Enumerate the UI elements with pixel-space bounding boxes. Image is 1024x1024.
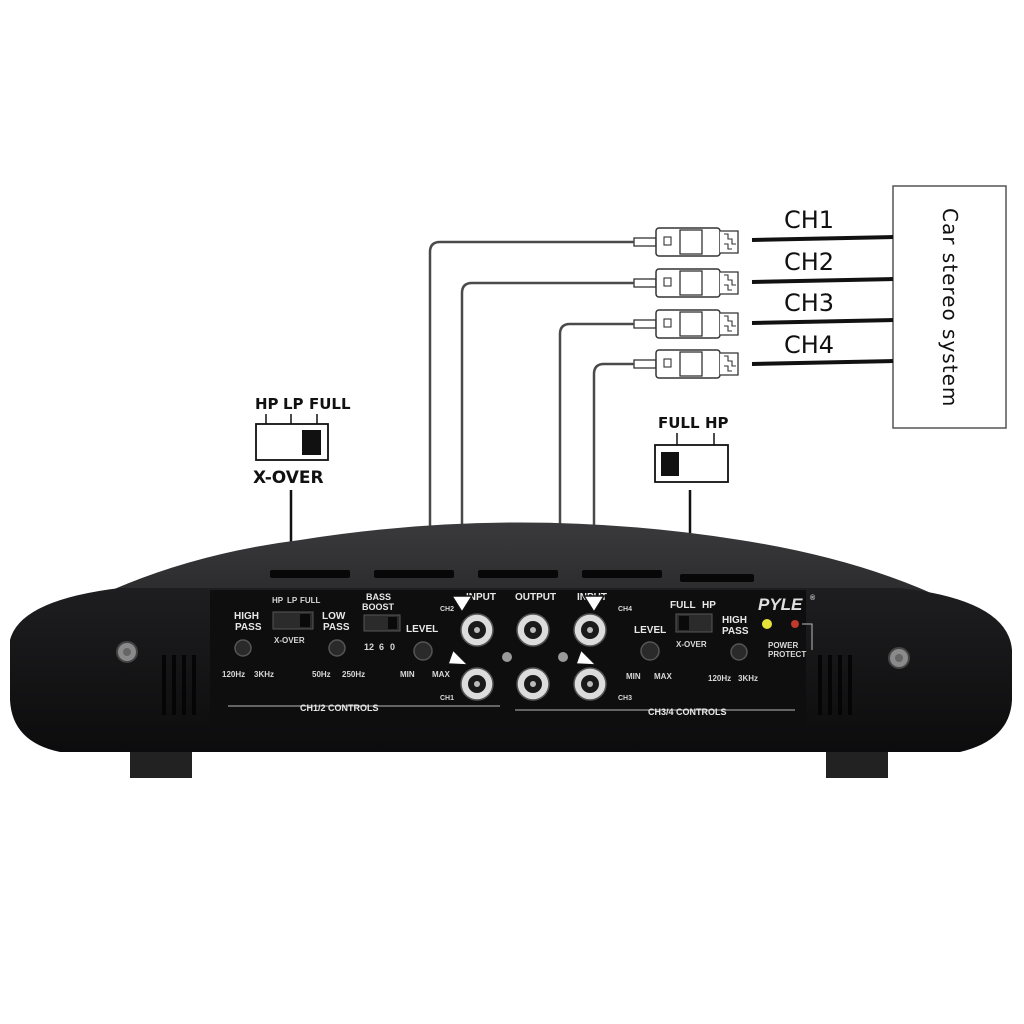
rca-plug-ch1: [633, 227, 739, 257]
hp-left-max: 3KHz: [254, 670, 274, 679]
ch34-controls-label: CH3/4 CONTROLS: [648, 707, 727, 717]
stereo-cables: [751, 235, 894, 366]
car-stereo-system: Car stereo system: [892, 185, 1007, 429]
channel-label-ch1: CH1: [784, 206, 834, 234]
bass-6: 6: [379, 642, 384, 652]
level-right-label: LEVEL: [634, 625, 666, 636]
ch1-jack-label: CH1: [440, 695, 454, 702]
protect-label: PROTECT: [768, 650, 806, 659]
amp-foot-left: [130, 752, 192, 778]
rca-plug-ch3: [633, 309, 739, 339]
callout-left-lp: LP: [283, 395, 304, 413]
rca-plug-ch2: [633, 268, 739, 298]
low-pass-knob[interactable]: [328, 639, 346, 657]
high-pass-knob-right[interactable]: [730, 643, 748, 661]
xover-right-title: X-OVER: [676, 640, 707, 649]
amp-foot-right: [826, 752, 888, 778]
callout-right-full: FULL: [658, 414, 700, 432]
channel-label-ch2: CH2: [784, 248, 834, 276]
power-led: [762, 619, 772, 629]
callout-left-hp: HP: [255, 395, 279, 413]
lp-max: 250Hz: [342, 670, 365, 679]
level-left-min: MIN: [400, 670, 415, 679]
xover-left-title: X-OVER: [274, 636, 305, 645]
ch4-jack-label: CH4: [618, 606, 632, 613]
registered-mark: ®: [810, 594, 816, 602]
bass-boost-label-1: BASS: [366, 592, 391, 602]
callout-right-hp: HP: [705, 414, 729, 432]
callout-left-slider: [302, 430, 321, 455]
xover-right-full: FULL: [670, 600, 696, 611]
lp-label-1: LOW: [322, 611, 346, 622]
output-label: OUTPUT: [515, 592, 556, 603]
hp-right-label-1: HIGH: [722, 615, 747, 626]
callout-left-title: X-OVER: [253, 468, 324, 488]
callout-left-full: FULL: [309, 395, 351, 413]
bass-0: 0: [390, 642, 395, 652]
hp-left-label-1: HIGH: [234, 611, 259, 622]
xover-left-hp: HP: [272, 596, 284, 605]
xover-left-full: FULL: [300, 596, 321, 605]
hp-right-label-2: PASS: [722, 626, 749, 637]
level-left-max: MAX: [432, 670, 450, 679]
protect-led: [791, 620, 799, 628]
channel-label-ch4: CH4: [784, 331, 834, 359]
lp-label-2: PASS: [323, 622, 350, 633]
ch2-jack-label: CH2: [440, 606, 454, 613]
level-right-min: MIN: [626, 672, 641, 681]
stereo-box: [892, 185, 1007, 429]
level-right-max: MAX: [654, 672, 672, 681]
hp-left-min: 120Hz: [222, 670, 245, 679]
lp-min: 50Hz: [312, 670, 331, 679]
amplifier: HIGH PASS 120Hz 3KHz HP LP FULL X-OVER L…: [10, 522, 1012, 778]
high-pass-knob-left[interactable]: [234, 639, 252, 657]
xover-callout-left: HP LP FULL X-OVER: [253, 395, 351, 576]
rca-plug-ch4: [633, 349, 739, 379]
level-knob-left[interactable]: [413, 641, 433, 661]
ch12-controls-label: CH1/2 CONTROLS: [300, 703, 379, 713]
brand-logo: PYLE: [758, 595, 803, 614]
bass-boost-label-2: BOOST: [362, 602, 395, 612]
hp-left-label-2: PASS: [235, 622, 262, 633]
hp-right-min: 120Hz: [708, 674, 731, 683]
bass-12: 12: [364, 642, 374, 652]
stereo-title: Car stereo system: [938, 208, 962, 407]
hp-right-max: 3KHz: [738, 674, 758, 683]
level-knob-right[interactable]: [640, 641, 660, 661]
rca-jacks: INPUT OUTPUT INPUT CH2 CH1 CH4 CH3: [440, 592, 632, 702]
channel-label-ch3: CH3: [784, 289, 834, 317]
ch3-jack-label: CH3: [618, 695, 632, 702]
power-label: POWER: [768, 641, 798, 650]
level-left-label: LEVEL: [406, 624, 438, 635]
xover-right-hp: HP: [702, 600, 716, 611]
input-left-label: INPUT: [466, 592, 496, 603]
xover-left-lp: LP: [287, 596, 298, 605]
callout-right-slider: [661, 452, 679, 476]
